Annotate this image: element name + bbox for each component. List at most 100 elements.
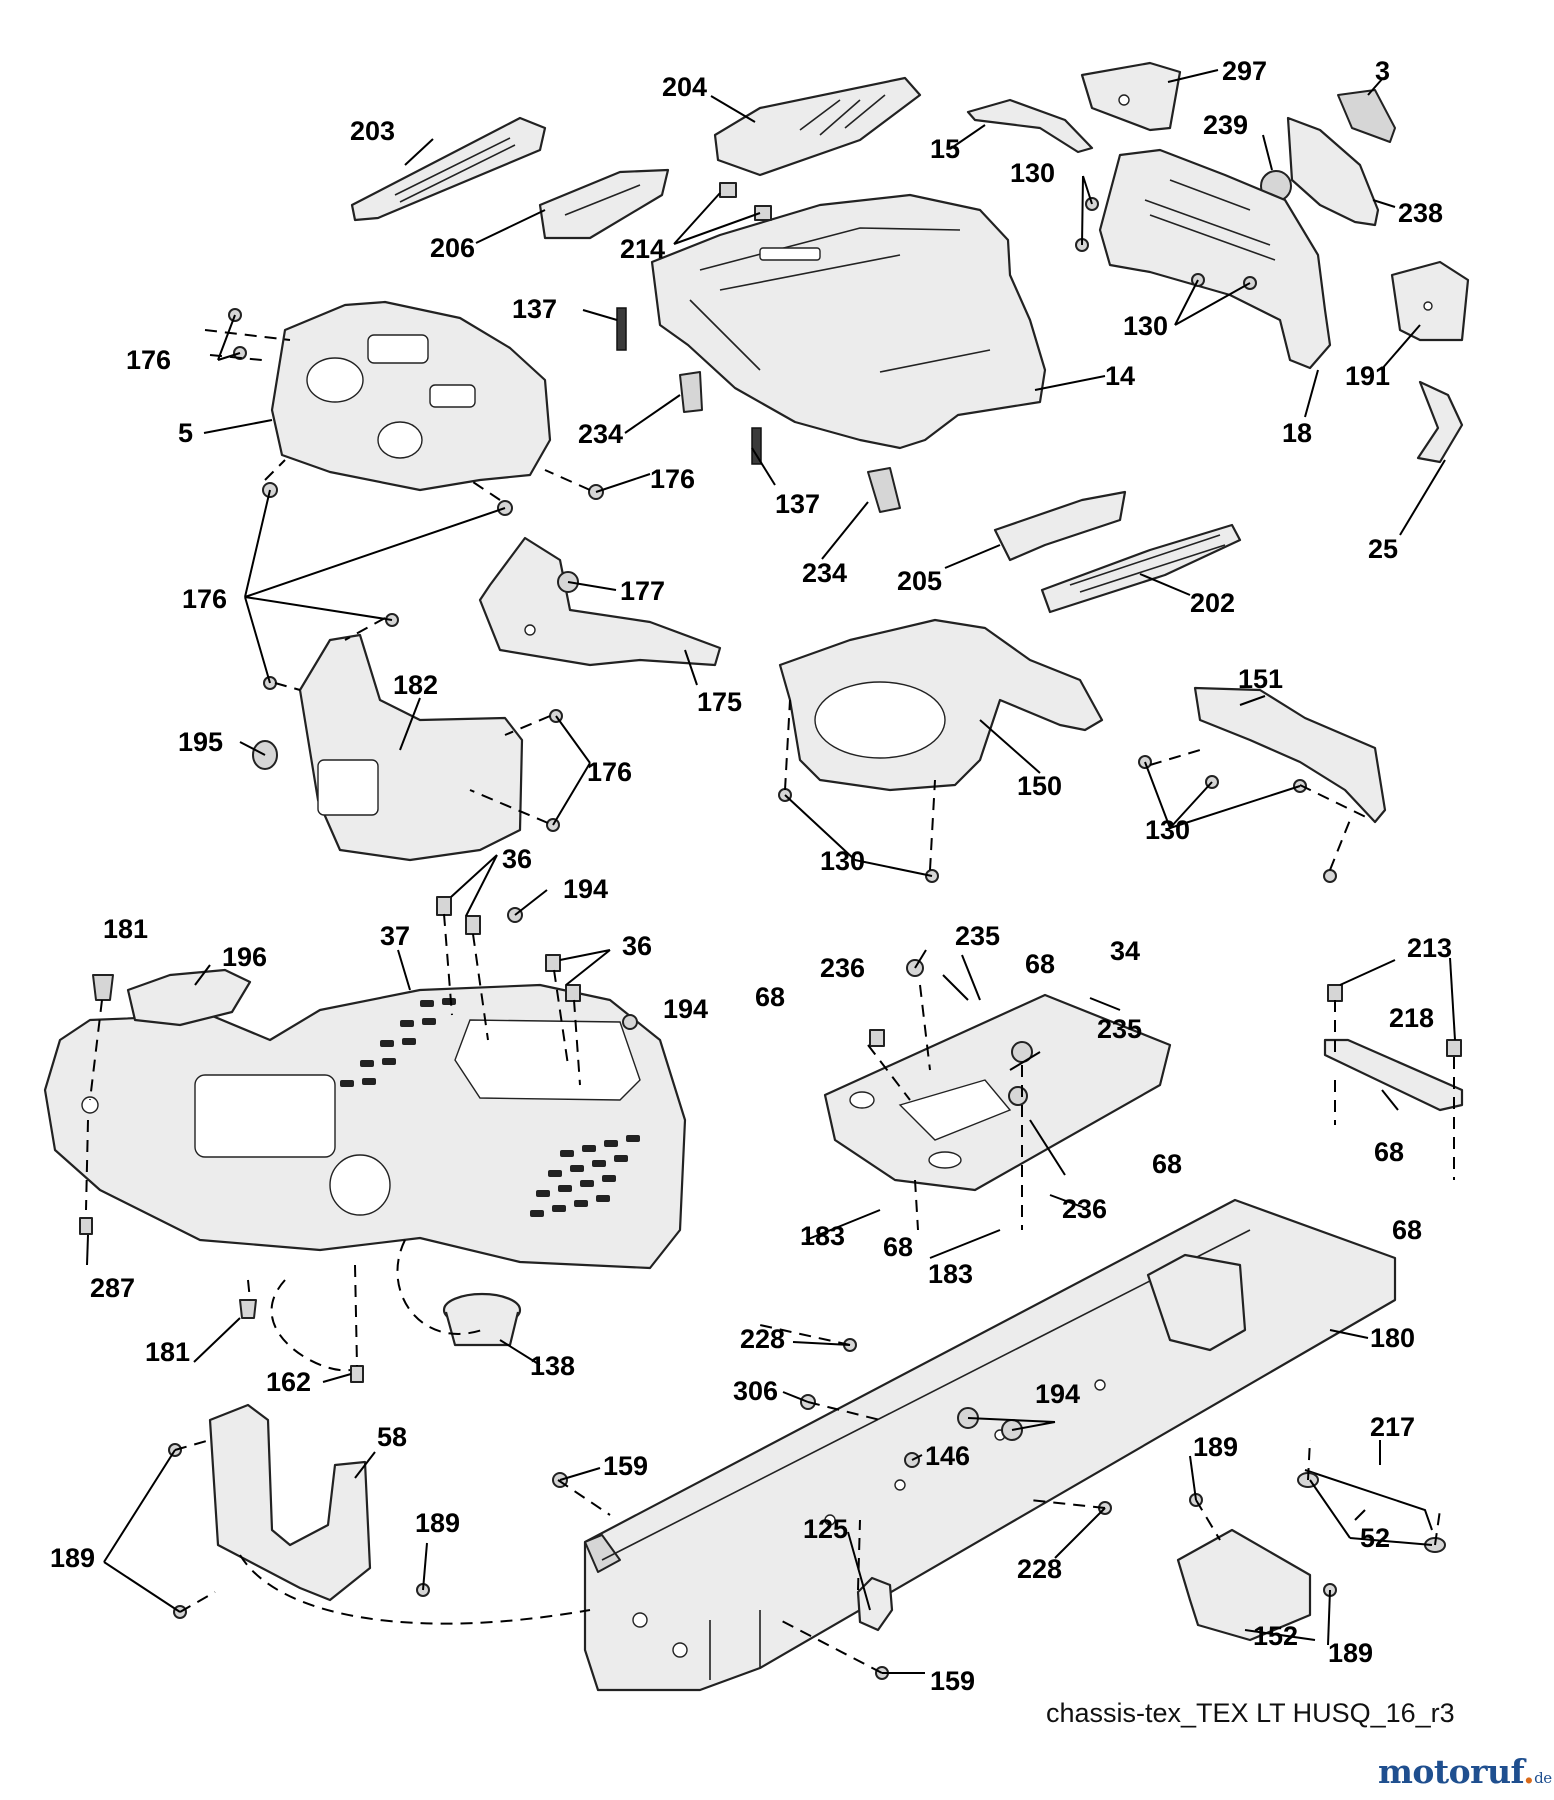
callout: 25 (1368, 534, 1398, 564)
callout: 68 (1374, 1137, 1404, 1167)
callout: 36 (502, 844, 532, 874)
watermark-brand: motoruf (1378, 1752, 1524, 1791)
callout: 68 (1025, 949, 1055, 979)
part-203-side-rail (350, 116, 547, 222)
callout: 159 (603, 1451, 648, 1481)
callout: 58 (377, 1422, 407, 1452)
watermark-dot: . (1523, 1752, 1535, 1791)
part-58-bracket (208, 1403, 372, 1602)
part-37-vent-slots (340, 998, 640, 1217)
callout: 180 (1370, 1323, 1415, 1353)
dashed-lines (85, 329, 1455, 1674)
callout: 218 (1389, 1003, 1434, 1033)
callout: 234 (802, 558, 847, 588)
callout: 228 (1017, 1554, 1062, 1584)
part-152-guard (1176, 1528, 1312, 1642)
part-14-hood (650, 193, 1047, 450)
part-150-tank-support (778, 618, 1104, 792)
part-204-vent-grille (713, 76, 922, 177)
callout: 137 (512, 294, 557, 324)
callout: 195 (178, 727, 223, 757)
callout: 182 (393, 670, 438, 700)
part-3-badge (1337, 89, 1396, 143)
callout: 68 (1392, 1215, 1422, 1245)
part-misc-bolts (79, 896, 1462, 1680)
part-218-bracket (1323, 1038, 1464, 1112)
callout: 297 (1222, 56, 1267, 86)
callout: 191 (1345, 361, 1390, 391)
callout: 196 (222, 942, 267, 972)
part-182-lower-dash (298, 633, 524, 862)
callout: 203 (350, 116, 395, 146)
part-181-bushings (92, 974, 257, 1319)
callout: 130 (1010, 158, 1055, 188)
callout: 34 (1110, 936, 1140, 966)
part-18-front-bumper (1098, 148, 1332, 370)
callout: 189 (1328, 1638, 1373, 1668)
part-125-guard (856, 1576, 894, 1632)
callout: 176 (587, 757, 632, 787)
callout: 151 (1238, 664, 1283, 694)
callout: 189 (415, 1508, 460, 1538)
callout: 138 (530, 1351, 575, 1381)
callout: 214 (620, 234, 665, 264)
part-205-202-side-grilles (993, 490, 1242, 614)
callout: 36 (622, 931, 652, 961)
part-25-clip (1416, 380, 1464, 464)
part-214-clips (719, 182, 772, 221)
callout: 287 (90, 1273, 135, 1303)
part-15-trim-strip (966, 98, 1094, 154)
callout: 130 (1145, 815, 1190, 845)
callout: 130 (1123, 311, 1168, 341)
part-238-grille-insert (1286, 116, 1380, 227)
callout: 194 (1035, 1379, 1080, 1409)
callout: 202 (1190, 588, 1235, 618)
part-137-strips (616, 307, 762, 465)
callout: 235 (1097, 1014, 1142, 1044)
callout: 235 (955, 921, 1000, 951)
callout: 68 (1152, 1149, 1182, 1179)
part-191-cover (1390, 260, 1470, 342)
callout: 183 (928, 1259, 973, 1289)
part-151-bracket (1193, 686, 1387, 824)
callout: 206 (430, 233, 475, 263)
callout: 52 (1360, 1523, 1390, 1553)
callout: 159 (930, 1666, 975, 1696)
part-297-cover (1080, 61, 1182, 132)
callout: 162 (266, 1367, 311, 1397)
callout: 238 (1398, 198, 1443, 228)
callout: 204 (662, 72, 707, 102)
callout: 175 (697, 687, 742, 717)
callout: 150 (1017, 771, 1062, 801)
callout: 234 (578, 419, 623, 449)
callout-labels: 203 204 15 297 3 239 238 130 206 214 137… (50, 56, 1452, 1696)
callout: 14 (1105, 361, 1135, 391)
callout: 3 (1375, 56, 1390, 86)
callout: 194 (563, 874, 608, 904)
part-177-175-bracket (478, 536, 722, 667)
part-196-pedal-cover (126, 968, 252, 1027)
callout: 137 (775, 489, 820, 519)
part-234-pads (679, 371, 901, 513)
callout: 152 (1253, 1621, 1298, 1651)
callout: 183 (800, 1221, 845, 1251)
callout: 176 (650, 464, 695, 494)
callout: 37 (380, 921, 410, 951)
callout: 228 (740, 1324, 785, 1354)
callout: 217 (1370, 1412, 1415, 1442)
watermark-tld: de (1534, 1769, 1552, 1787)
callout: 177 (620, 576, 665, 606)
leader-lines (86, 69, 1456, 1674)
callout: 236 (1062, 1194, 1107, 1224)
callout: 181 (145, 1337, 190, 1367)
callout: 181 (103, 914, 148, 944)
callout: 5 (178, 418, 193, 448)
callout: 205 (897, 566, 942, 596)
diagram-caption: chassis-tex_TEX LT HUSQ_16_r3 (1046, 1698, 1455, 1728)
callout: 194 (663, 994, 708, 1024)
part-34-mount-plate (823, 993, 1172, 1192)
part-138-boot (442, 1292, 522, 1347)
callout: 125 (803, 1514, 848, 1544)
part-180-frame (583, 1198, 1397, 1692)
